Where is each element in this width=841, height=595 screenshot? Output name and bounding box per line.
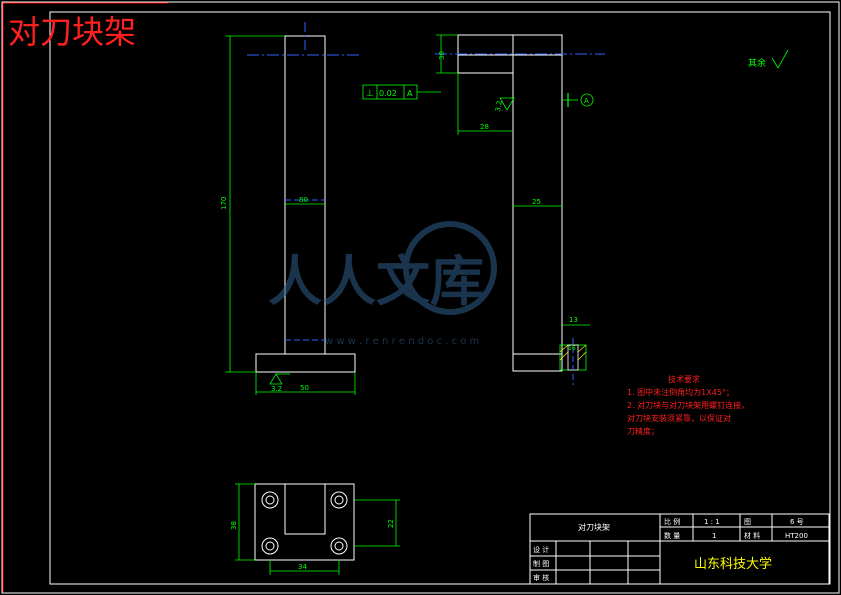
drafter-label: 制 图 (533, 559, 549, 568)
dim-slot-width: 13 (569, 316, 578, 324)
designer-label: 设 计 (533, 545, 549, 554)
roughness-icon (269, 373, 290, 385)
datum-circle (580, 93, 594, 107)
checker-label: 审 核 (533, 573, 549, 582)
title-part-name: 对刀块架 (578, 522, 610, 532)
scale-value: 1 : 1 (704, 518, 720, 526)
datum-label: A (584, 97, 589, 105)
dim-plan-hole-spacing: 22 (387, 519, 395, 528)
drawing-no-value: 6 号 (790, 518, 804, 526)
bolt-hole (330, 537, 348, 555)
watermark-text: 人人文库 (268, 250, 484, 313)
front-base (255, 353, 356, 373)
tech-note-line: 1. 图中未注倒角均为1X45°； (627, 387, 734, 397)
dim-width-top: 80 (299, 196, 308, 204)
dim-plan-height: 38 (230, 521, 238, 530)
tolerance-value: 0.02 (379, 89, 397, 98)
roughness-side: 3.2 (494, 100, 504, 112)
tech-notes: 技术要求 1. 图中未注倒角均为1X45°； 2. 对刀块与对刀块架用螺钉连接，… (627, 374, 749, 436)
watermark: 人人文库 w w w . r e n r e n d o c . c o m (268, 221, 497, 347)
front-view: 170 80 50 3.2 (220, 22, 360, 395)
tech-note-line: 刀精度； (627, 426, 659, 436)
watermark-url: w w w . r e n r e n d o c . c o m (325, 336, 479, 347)
inner-border (49, 11, 831, 585)
tech-note-line: 对刀块安装须紧靠，以保证对 (627, 413, 731, 423)
roughness-base: 3.2 (271, 385, 282, 393)
bolt-hole (261, 491, 279, 509)
bolt-hole (330, 491, 348, 509)
material-label: 材 料 (744, 531, 760, 540)
dim-side-width: 25 (532, 198, 541, 206)
side-top (457, 34, 563, 56)
dim-base-width: 50 (300, 384, 309, 392)
scale-label: 比 例 (664, 517, 680, 526)
plan-outline (254, 483, 355, 561)
roughness-check-icon (771, 49, 789, 69)
tolerance-datum: A (407, 89, 413, 98)
roughness-icon (499, 97, 515, 111)
dim-top-height: 30 (438, 51, 446, 60)
side-column (512, 54, 563, 372)
quantity-label: 数 量 (664, 531, 680, 540)
dim-step-width: 28 (480, 123, 489, 131)
bolt-hole (261, 537, 279, 555)
dim-height-total: 170 (220, 197, 228, 210)
roughness-general: 其余 (748, 57, 766, 69)
dim-slot-depth: 16 (568, 345, 576, 352)
perpendicularity-icon: ⊥ (366, 89, 374, 99)
material-value: HT200 (785, 532, 808, 540)
dim-plan-width: 34 (298, 563, 307, 571)
plan-view: 38 22 34 (230, 483, 400, 575)
title-block: 对刀块架 比 例 1 : 1 图 6 号 数 量 1 材 料 HT200 设 计… (529, 513, 830, 585)
tech-notes-title: 技术要求 (668, 374, 700, 384)
red-frame-edge (2, 2, 168, 592)
school-name: 山东科技大学 (694, 556, 772, 572)
side-view: 30 28 25 13 16 3.2 A ⊥ 0.02 A (362, 34, 605, 385)
drawing-no-label: 图 (744, 518, 751, 526)
plan-slot (284, 483, 326, 535)
drawing-title: 对刀块架 (8, 13, 136, 51)
tech-note-line: 2. 对刀块与对刀块架用螺钉连接， (627, 400, 749, 410)
quantity-value: 1 (712, 532, 716, 540)
